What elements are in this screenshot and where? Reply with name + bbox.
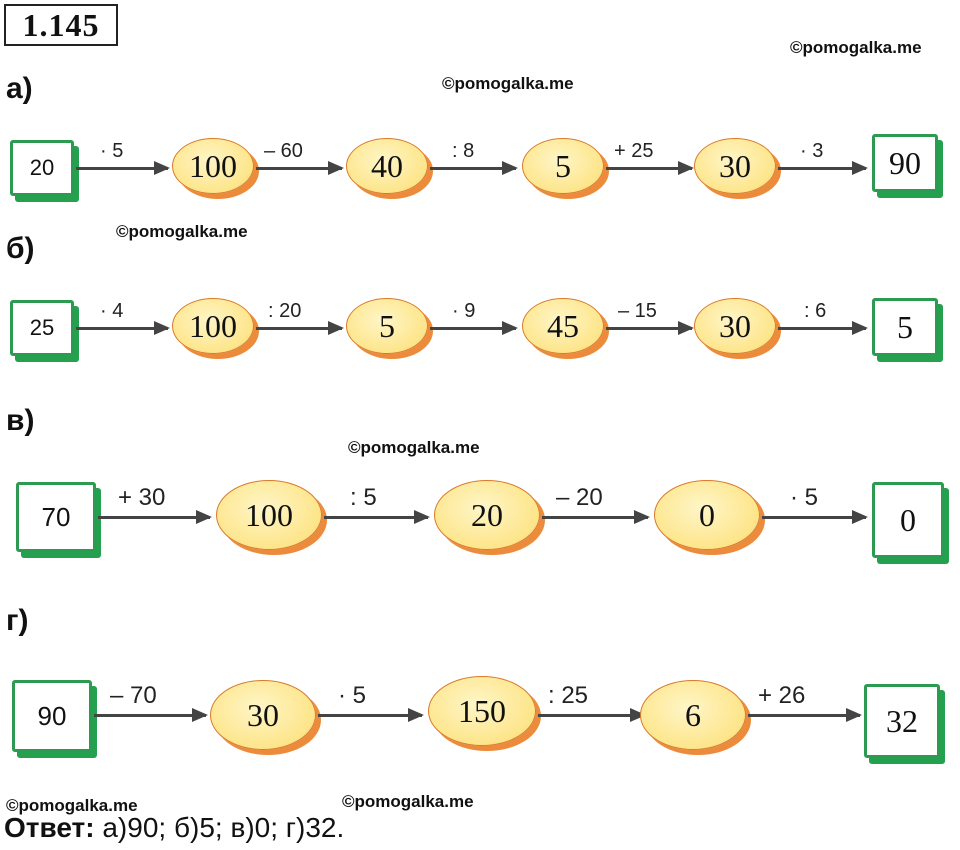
intermediate-oval: 20 <box>434 480 540 550</box>
operation-label: · 9 <box>452 300 476 322</box>
arrow <box>762 510 868 524</box>
intermediate-oval: 100 <box>172 138 254 194</box>
answer-line: Ответ: а)90; б)5; в)0; г)32. <box>4 812 344 844</box>
arrow <box>606 321 694 335</box>
arrow <box>538 708 646 722</box>
result-value: 32 <box>886 702 918 739</box>
row-label-b: б) <box>6 232 35 265</box>
operation-label: : 20 <box>268 300 302 322</box>
operation-label: : 6 <box>804 300 827 322</box>
operation-label: – 70 <box>110 682 157 709</box>
start-box: 90 <box>12 680 92 752</box>
watermark: ©pomogalka.me <box>442 74 574 93</box>
intermediate-oval: 30 <box>210 680 316 750</box>
operation-label: · 5 <box>790 484 819 511</box>
row-label-v: в) <box>6 404 35 437</box>
operation-label: – 15 <box>618 300 657 322</box>
watermark: ©pomogalka.me <box>790 38 922 57</box>
result-box: 5 <box>872 298 938 356</box>
operation-label: · 4 <box>100 300 124 322</box>
operation-label: – 60 <box>264 140 303 162</box>
answer-text: а)90; б)5; в)0; г)32. <box>94 812 345 843</box>
arrow <box>256 161 344 175</box>
result-box: 32 <box>864 684 940 758</box>
row-label-a: а) <box>6 72 33 105</box>
intermediate-oval: 100 <box>216 480 322 550</box>
task-number: 1.145 <box>4 4 118 46</box>
arrow <box>430 161 518 175</box>
intermediate-oval: 100 <box>172 298 254 354</box>
arrow <box>606 161 694 175</box>
start-box: 25 <box>10 300 74 356</box>
intermediate-oval: 0 <box>654 480 760 550</box>
arrow <box>778 321 868 335</box>
intermediate-oval: 5 <box>346 298 428 354</box>
watermark: ©pomogalka.me <box>342 792 474 811</box>
intermediate-oval: 30 <box>694 298 776 354</box>
result-value: 5 <box>897 308 913 345</box>
intermediate-oval: 5 <box>522 138 604 194</box>
watermark: ©pomogalka.me <box>348 438 480 457</box>
result-box: 90 <box>872 134 938 192</box>
arrow <box>76 321 170 335</box>
arrow <box>748 708 862 722</box>
result-value: 90 <box>889 144 921 181</box>
operation-label: – 20 <box>556 484 603 511</box>
operation-label: : 5 <box>350 484 377 511</box>
arrow <box>94 708 208 722</box>
operation-label: + 26 <box>758 682 806 709</box>
result-box: 0 <box>872 482 944 558</box>
intermediate-oval: 40 <box>346 138 428 194</box>
start-box: 20 <box>10 140 74 196</box>
intermediate-oval: 30 <box>694 138 776 194</box>
operation-label: · 3 <box>800 140 824 162</box>
start-value: 90 <box>37 700 67 731</box>
answer-prefix: Ответ: <box>4 812 95 843</box>
arrow <box>256 321 344 335</box>
arrow <box>324 510 430 524</box>
watermark: ©pomogalka.me <box>116 222 248 241</box>
arrow <box>778 161 868 175</box>
arrow <box>430 321 518 335</box>
operation-label: : 8 <box>452 140 475 162</box>
result-value: 0 <box>900 501 916 538</box>
start-value: 70 <box>41 501 71 532</box>
row-label-g: г) <box>6 604 29 637</box>
start-box: 70 <box>16 482 96 552</box>
start-value: 25 <box>29 315 55 340</box>
operation-label: · 5 <box>338 682 367 709</box>
arrow <box>76 161 170 175</box>
intermediate-oval: 45 <box>522 298 604 354</box>
intermediate-oval: 150 <box>428 676 536 746</box>
operation-label: : 25 <box>548 682 589 709</box>
arrow <box>98 510 212 524</box>
operation-label: + 30 <box>118 484 166 511</box>
watermark: ©pomogalka.me <box>6 796 138 815</box>
intermediate-oval: 6 <box>640 680 746 750</box>
start-value: 20 <box>29 155 55 180</box>
operation-label: · 5 <box>100 140 124 162</box>
arrow <box>318 708 424 722</box>
arrow <box>542 510 650 524</box>
operation-label: + 25 <box>614 140 654 162</box>
